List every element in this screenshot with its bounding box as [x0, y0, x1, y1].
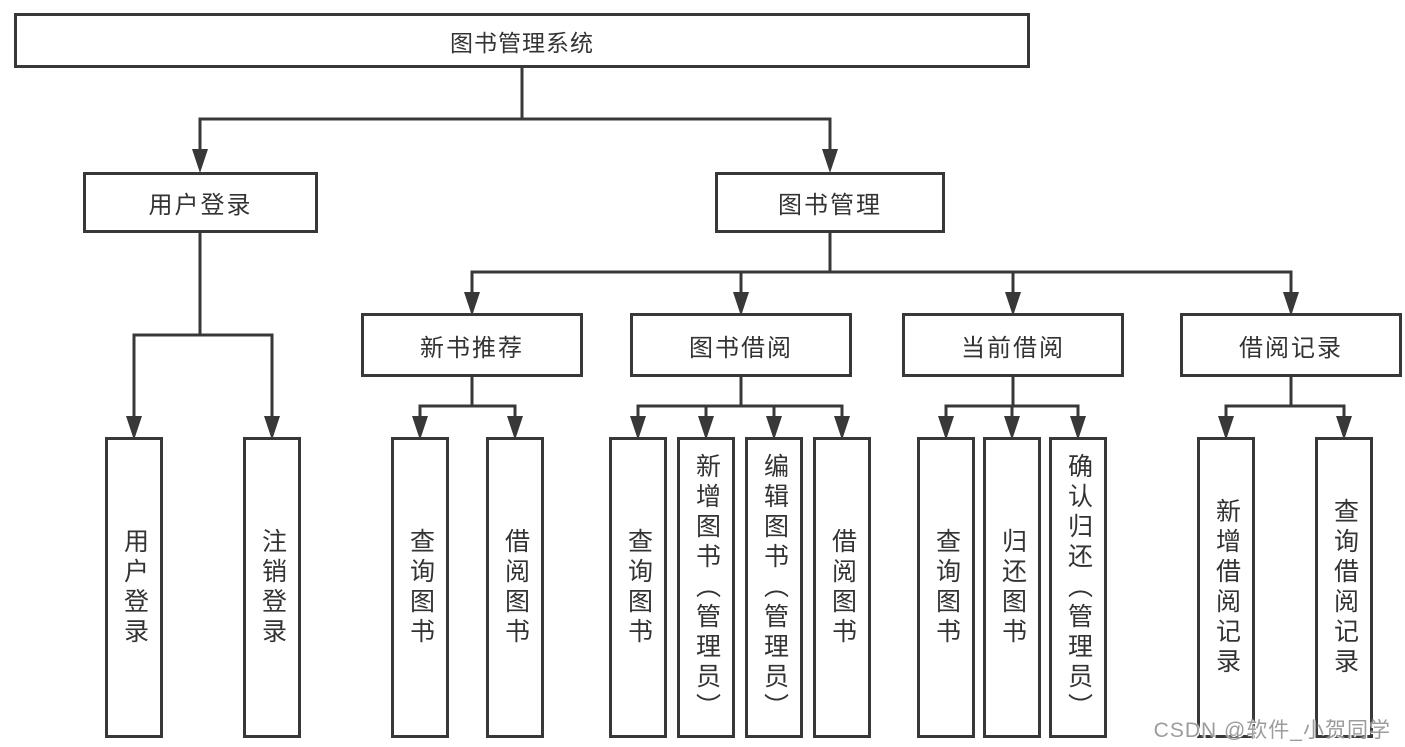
- connector-root-to-level2: [192, 66, 838, 173]
- connector-user-login-to-leaves: [126, 231, 280, 440]
- connector-current-borrow-to-leaves: [938, 375, 1086, 440]
- csdn-watermark: CSDN @软件_小贺同学: [1153, 719, 1391, 742]
- node-leaf-confirm-return: 确认归还（管理员）: [1049, 437, 1107, 738]
- node-leaf-query-book-current: 查询图书: [917, 437, 975, 738]
- node-root: 图书管理系统: [14, 13, 1030, 68]
- node-book-borrow: 图书借阅: [630, 313, 852, 377]
- connector-borrow-record-to-leaves: [1218, 375, 1352, 440]
- node-leaf-add-book: 新增图书（管理员）: [677, 437, 735, 738]
- node-leaf-return-book: 归还图书: [983, 437, 1041, 738]
- node-book-mgmt: 图书管理: [715, 172, 945, 233]
- node-leaf-query-record: 查询借阅记录: [1315, 437, 1373, 738]
- node-leaf-query-book-rec: 查询图书: [391, 437, 449, 738]
- node-leaf-add-record: 新增借阅记录: [1197, 437, 1255, 738]
- node-leaf-query-book-borrow: 查询图书: [609, 437, 667, 738]
- connector-book-borrow-to-leaves: [630, 375, 850, 440]
- node-new-book-rec: 新书推荐: [361, 313, 583, 377]
- node-borrow-record: 借阅记录: [1180, 313, 1402, 377]
- node-leaf-borrow-book-rec: 借阅图书: [486, 437, 544, 738]
- connector-new-book-rec-to-leaves: [412, 375, 523, 440]
- node-leaf-logout: 注销登录: [243, 437, 301, 738]
- connector-book-mgmt-to-level3: [464, 231, 1299, 316]
- node-leaf-user-login: 用户登录: [105, 437, 163, 738]
- node-leaf-borrow-book-borrow: 借阅图书: [813, 437, 871, 738]
- node-current-borrow: 当前借阅: [902, 313, 1124, 377]
- node-user-login: 用户登录: [83, 172, 318, 233]
- node-leaf-edit-book: 编辑图书（管理员）: [745, 437, 803, 738]
